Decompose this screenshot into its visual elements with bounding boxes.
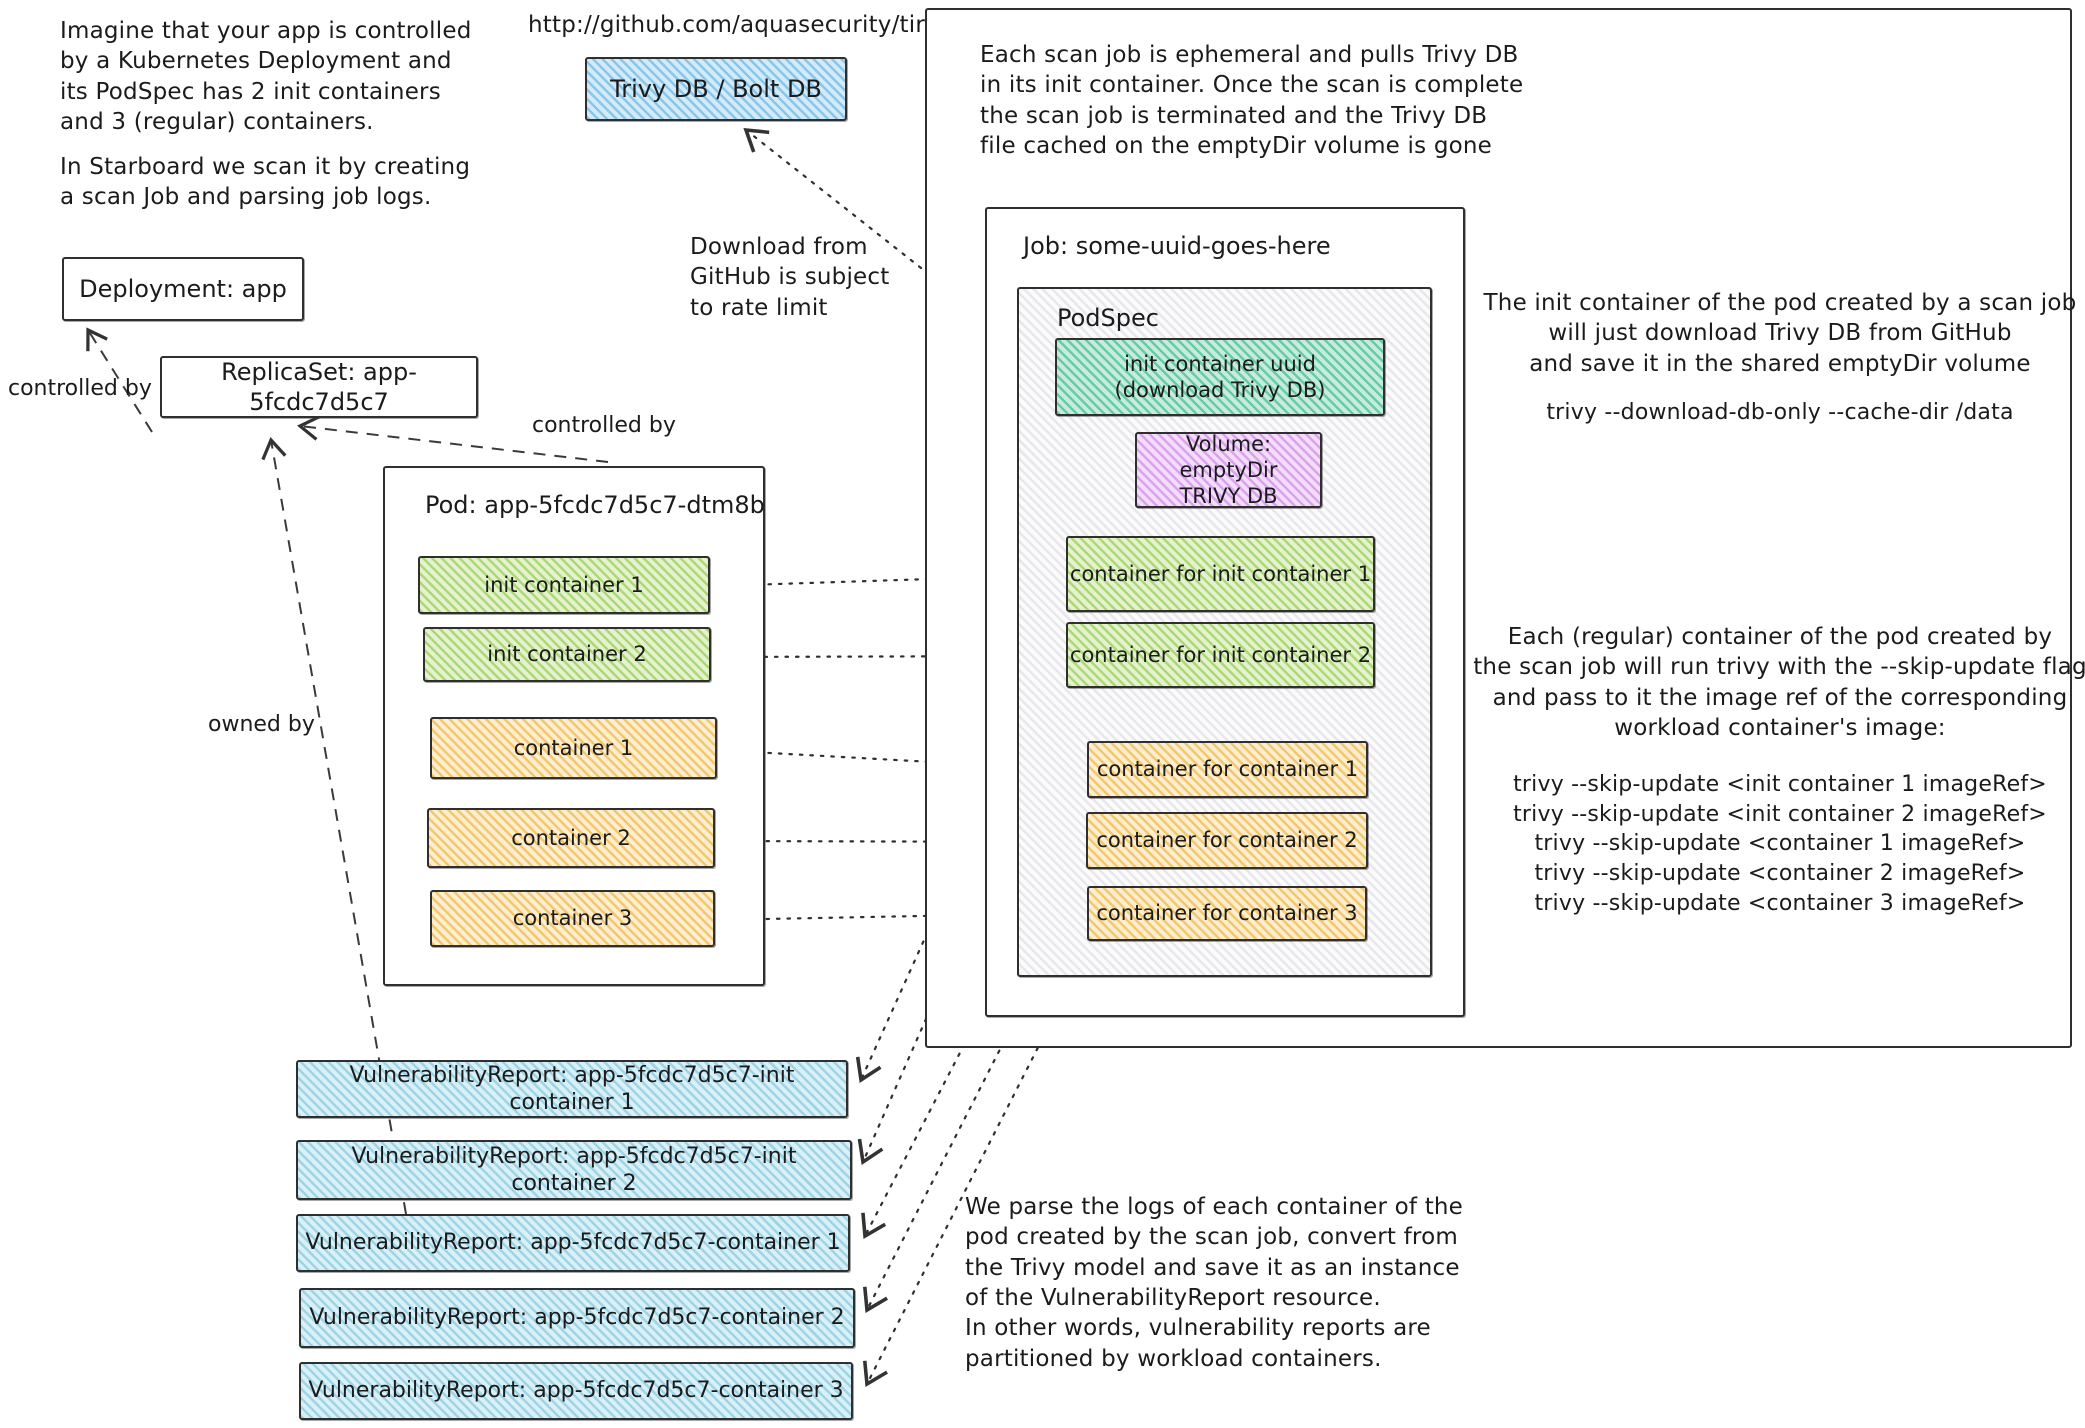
vulnerability-report-c1: VulnerabilityReport: app-5fcdc7d5c7-cont… (296, 1214, 850, 1272)
node-deployment: Deployment: app (62, 257, 304, 321)
init-container-note: The init container of the pod created by… (1483, 290, 2077, 377)
parse-logs-note: We parse the logs of each container of t… (965, 1194, 1464, 1372)
podspec-label: PodSpec (1057, 304, 1159, 332)
vulnerability-report-init-1: VulnerabilityReport: app-5fcdc7d5c7-init… (296, 1060, 848, 1118)
node-trivy-db: Trivy DB / Bolt DB (585, 57, 847, 121)
vulnerability-report-init-2: VulnerabilityReport: app-5fcdc7d5c7-init… (296, 1140, 852, 1200)
download-rate-limit-note: Download from GitHub is subject to rate … (690, 234, 890, 321)
pod-init-container-1: init container 1 (418, 556, 710, 614)
intro-note-1: Imagine that your app is controlled by a… (60, 18, 472, 136)
controlled-by-label-deployment: controlled by (8, 376, 152, 401)
pod-title: Pod: app-5fcdc7d5c7-dtm8b (425, 491, 765, 519)
github-url-label: http://github.com/aquasecurity/tirvy-db (528, 12, 991, 38)
scan-container-for-init-1: container for init container 1 (1066, 536, 1375, 612)
ephemeral-note: Each scan job is ephemeral and pulls Tri… (980, 42, 1524, 160)
skip-update-cmd-2: trivy --skip-update <init container 2 im… (1513, 801, 2047, 827)
regular-container-note: Each (regular) container of the pod crea… (1473, 624, 2085, 742)
job-title: Job: some-uuid-goes-here (1023, 232, 1331, 260)
skip-update-cmd-3: trivy --skip-update <container 1 imageRe… (1534, 831, 2026, 857)
node-replicaset: ReplicaSet: app-5fcdc7d5c7 (160, 356, 478, 418)
owned-by-label: owned by (208, 712, 315, 737)
scan-volume-emptydir: Volume: emptyDir TRIVY DB (1135, 432, 1322, 508)
skip-update-cmd-1: trivy --skip-update <init container 1 im… (1513, 772, 2047, 797)
skip-update-cmds: trivy --skip-update <init container 1 im… (1470, 770, 2085, 918)
scan-container-for-c3: container for container 3 (1087, 886, 1367, 941)
skip-update-cmd-4: trivy --skip-update <container 2 imageRe… (1534, 861, 2026, 887)
scan-container-for-c1: container for container 1 (1087, 741, 1368, 798)
vulnerability-report-c2: VulnerabilityReport: app-5fcdc7d5c7-cont… (299, 1288, 855, 1348)
scan-container-for-init-2: container for init container 2 (1066, 622, 1375, 688)
pod-container-3: container 3 (430, 890, 715, 947)
pod-container-1: container 1 (430, 717, 717, 779)
vulnerability-report-c3: VulnerabilityReport: app-5fcdc7d5c7-cont… (299, 1362, 853, 1420)
skip-update-cmd-5: trivy --skip-update <container 3 imageRe… (1534, 890, 2026, 916)
scan-container-for-c2: container for container 2 (1086, 812, 1368, 869)
pod-init-container-2: init container 2 (423, 627, 711, 682)
init-container-cmd: trivy --download-db-only --cache-dir /da… (1546, 400, 2014, 425)
intro-note-2: In Starboard we scan it by creating a sc… (60, 154, 471, 211)
controlled-by-label-replicaset: controlled by (532, 413, 676, 438)
scan-init-container-uuid: init container uuid (download Trivy DB) (1055, 338, 1385, 416)
pod-container-2: container 2 (427, 808, 715, 868)
